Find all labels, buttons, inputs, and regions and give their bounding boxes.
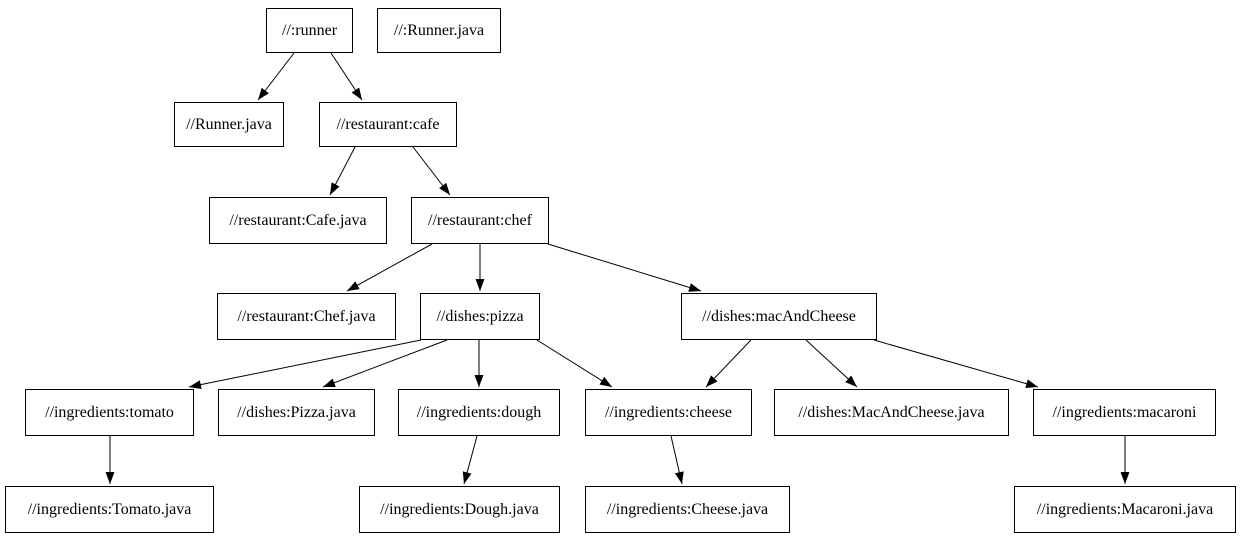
edge-cafe-to-chef: [412, 146, 451, 196]
graph-node-cafe-java: //restaurant:Cafe.java: [209, 197, 387, 244]
graph-node-mac-and-cheese: //dishes:macAndCheese: [681, 293, 877, 340]
graph-node-cheese-java: //ingredients:Cheese.java: [585, 486, 790, 533]
graph-node-macaroni-java: //ingredients:Macaroni.java: [1014, 486, 1236, 533]
graph-node-pizza: //dishes:pizza: [420, 293, 540, 340]
edge-mac-and-cheese-to-mac-java: [805, 339, 858, 388]
graph-node-dough: //ingredients:dough: [398, 389, 560, 436]
graph-node-cafe: //restaurant:cafe: [319, 102, 457, 147]
graph-node-runner-java: //Runner.java: [174, 102, 284, 147]
graph-node-dough-java: //ingredients:Dough.java: [359, 486, 560, 533]
edge-cafe-to-cafe-java: [329, 146, 356, 196]
graph-node-chef-java: //restaurant:Chef.java: [217, 293, 396, 340]
edge-chef-to-chef-java: [346, 243, 433, 292]
edges-group: [105, 52, 1130, 485]
graph-node-tomato-java: //ingredients:Tomato.java: [5, 486, 214, 533]
edge-chef-to-mac-and-cheese: [547, 243, 702, 292]
graph-node-chef: //restaurant:chef: [411, 197, 549, 244]
edge-mac-and-cheese-to-macaroni: [873, 339, 1039, 389]
graph-node-mac-java: //dishes:MacAndCheese.java: [774, 389, 1009, 436]
graph-node-runner-src: //:Runner.java: [377, 8, 501, 53]
graph-node-pizza-java: //dishes:Pizza.java: [218, 389, 375, 436]
graph-node-cheese: //ingredients:cheese: [585, 389, 752, 436]
edge-runner-to-cafe: [330, 52, 363, 101]
graph-node-macaroni: //ingredients:macaroni: [1033, 389, 1216, 436]
edge-pizza-to-cheese: [536, 339, 613, 388]
edge-pizza-to-tomato: [188, 339, 422, 390]
edge-cheese-to-cheese-java: [670, 435, 684, 485]
edge-mac-and-cheese-to-cheese: [705, 339, 752, 388]
graph-node-tomato: //ingredients:tomato: [25, 389, 194, 436]
edge-dough-to-dough-java: [462, 435, 478, 485]
graph-node-runner: //:runner: [266, 8, 353, 53]
edge-runner-to-runner-java: [257, 52, 295, 101]
edge-pizza-to-pizza-java: [322, 339, 448, 388]
